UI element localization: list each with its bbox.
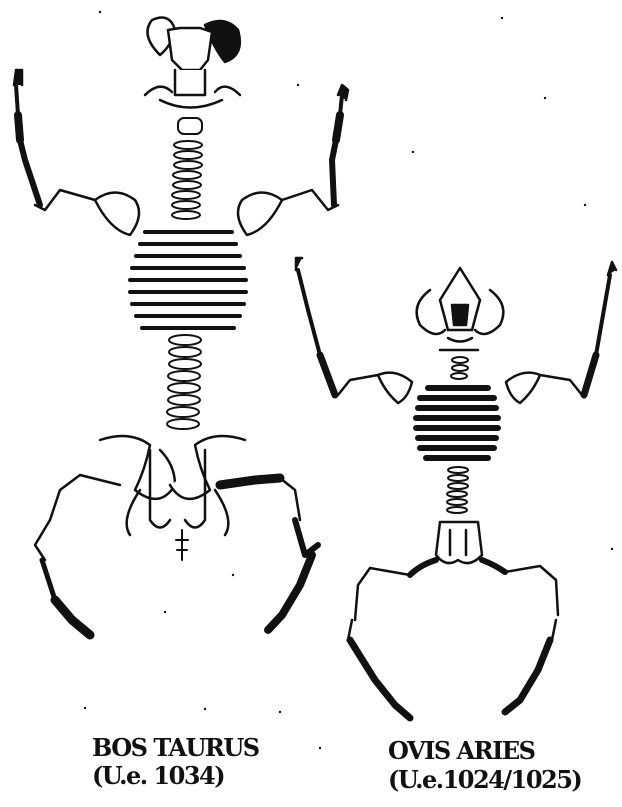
bos-ribs <box>130 232 246 328</box>
bos-taurus-catalog-label: (U.e. 1034) <box>92 762 224 790</box>
bos-right-scapula <box>238 193 282 236</box>
bos-right-forelimb <box>282 85 348 210</box>
ovis-right-forelimb <box>540 262 616 395</box>
ovis-left-forelimb <box>296 258 378 395</box>
ovis-aries-species-label: OVIS ARIES <box>388 737 534 765</box>
bos-left-scapula <box>95 193 139 236</box>
ovis-right-scapula <box>506 373 540 403</box>
ovis-aries-skeleton <box>296 258 616 718</box>
ovis-right-hindlimb <box>482 560 558 712</box>
bos-skull <box>145 18 240 108</box>
ovis-aries-catalog-label: (U.e.1024/1025) <box>388 766 581 794</box>
ovis-left-scapula <box>378 373 412 403</box>
ovis-left-hindlimb <box>348 560 436 718</box>
bos-right-hindlimb <box>220 478 318 630</box>
bos-left-hindlimb <box>35 475 120 635</box>
bos-taurus-species-label: BOS TAURUS <box>92 734 259 762</box>
bos-left-forelimb <box>14 70 95 210</box>
ovis-pelvis <box>436 522 482 563</box>
bos-taurus-skeleton <box>14 18 348 635</box>
ovis-ribs <box>416 388 498 458</box>
ovis-skull <box>417 268 504 350</box>
